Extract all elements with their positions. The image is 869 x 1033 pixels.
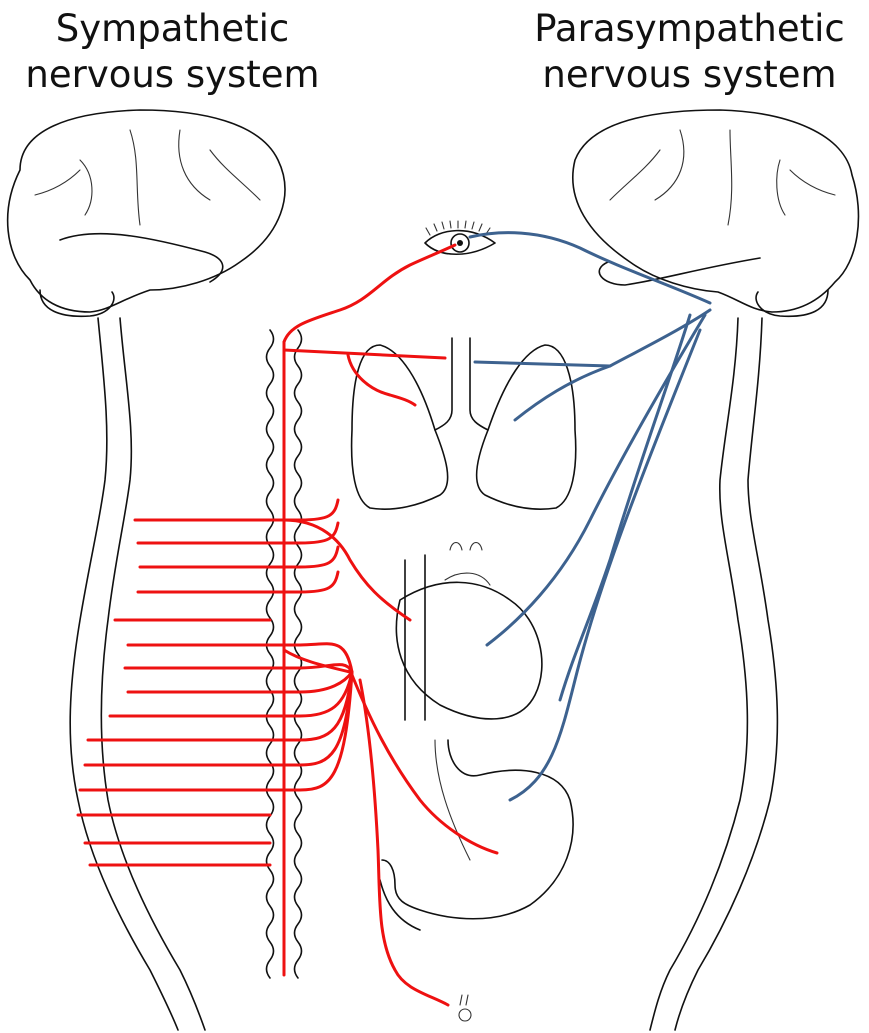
sympathetic-segmental-nerve: [110, 672, 352, 716]
parasympathetic-nerve-to-stomach: [510, 330, 700, 800]
sympathetic-nerve-to-lungs: [284, 350, 445, 358]
sympathetic-nerves: [284, 245, 497, 1005]
sympathetic-segmental-nerve: [88, 672, 352, 740]
sympathetic-nerve-to-eye: [284, 245, 455, 342]
eye: [425, 221, 495, 254]
left-body-outline: [70, 318, 205, 1030]
bladder-icon: [459, 995, 471, 1021]
parasympathetic-nerve-to-lungs-branch: [515, 366, 610, 420]
sympathetic-nerve-to-lungs-branch: [348, 355, 415, 405]
left-brain: [8, 110, 285, 316]
sympathetic-segmental-nerve: [140, 547, 338, 567]
sympathetic-segmental-nerve: [138, 523, 338, 543]
sympathetic-segmental-nerve: [85, 672, 352, 765]
sympathetic-segmental-nerve: [135, 500, 338, 520]
right-body-outline: [650, 318, 777, 1030]
sympathetic-segmental-nerve: [80, 672, 352, 790]
sympathetic-segmental-nerve: [128, 672, 352, 692]
sympathetic-nerve-to-bladder: [360, 680, 448, 1005]
sympathetic-segmental-nerve: [138, 572, 338, 592]
parasympathetic-nerve-lower: [560, 315, 690, 700]
sympathetic-nerve-to-heart: [284, 520, 410, 620]
heart: [396, 543, 541, 721]
parasympathetic-nerve-to-eye: [470, 233, 710, 303]
sympathetic-segmental-nerves: [78, 500, 352, 865]
right-brain: [573, 110, 859, 316]
sympathetic-segmental-nerve: [125, 665, 352, 672]
parasympathetic-nerves: [470, 233, 710, 800]
